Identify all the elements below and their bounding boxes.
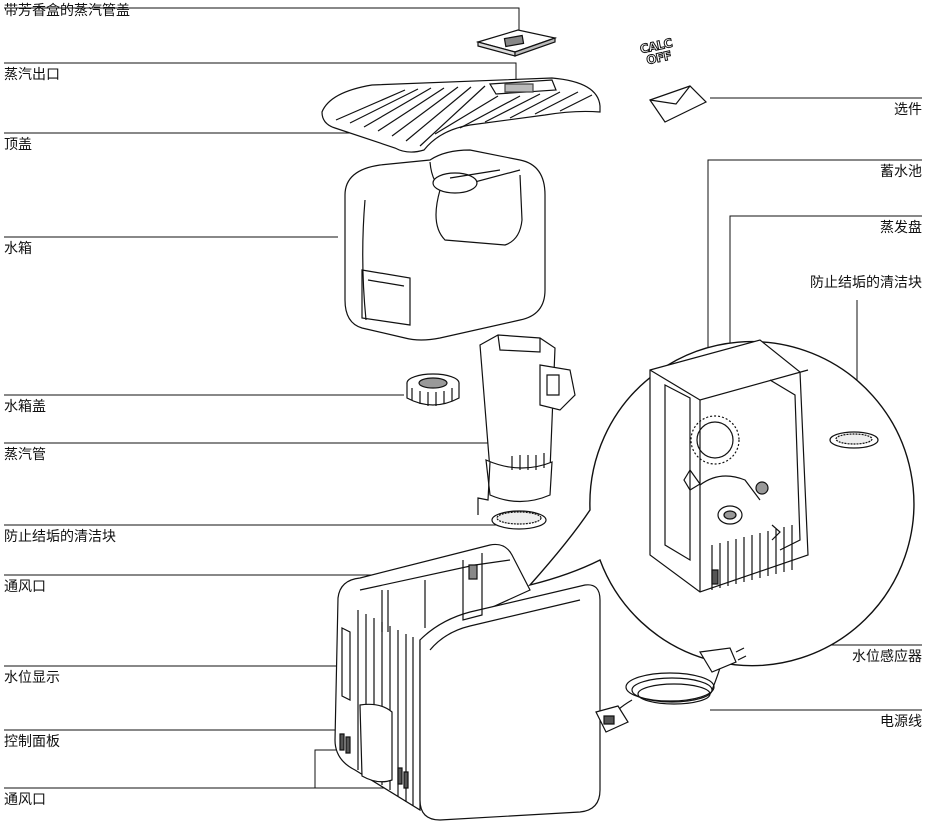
label-optional: 选件 (894, 102, 922, 118)
label-top-cover: 顶盖 (4, 137, 32, 153)
label-anti-scale-pad-right: 防止结垢的清洁块 (810, 275, 922, 291)
label-evaporation-tray: 蒸发盘 (880, 220, 922, 236)
label-water-level-indicator: 水位显示 (4, 670, 60, 686)
label-anti-scale-pad-left: 防止结垢的清洁块 (4, 529, 116, 545)
label-tank-cap: 水箱盖 (4, 399, 46, 415)
anti-scale-pad-right-part (830, 432, 878, 448)
top-cover-part (322, 78, 600, 152)
label-power-cord: 电源线 (880, 714, 922, 730)
anti-scale-pad-left-part (492, 511, 546, 529)
label-vent-lower: 通风口 (4, 792, 46, 808)
leader-lines (4, 8, 922, 788)
base-unit-part (335, 544, 600, 820)
optional-sachet-part (650, 86, 706, 122)
leader-steam-pipe-cap (4, 8, 519, 32)
label-water-tank: 水箱 (4, 241, 32, 257)
water-tank-part (345, 150, 545, 340)
steam-pipe-part (478, 335, 575, 515)
leader-steam-outlet (4, 63, 516, 85)
label-reservoir: 蓄水池 (880, 164, 922, 180)
label-vent-upper: 通风口 (4, 579, 46, 595)
label-water-level-sensor: 水位感应器 (852, 649, 922, 665)
label-steam-pipe: 蒸汽管 (4, 447, 46, 463)
leader-reservoir (708, 160, 922, 392)
steam-pipe-cap-part (478, 30, 555, 56)
detail-callout (530, 340, 914, 666)
label-steam-outlet: 蒸汽出口 (4, 67, 60, 83)
tank-cap-part (407, 374, 459, 406)
label-steam-pipe-cap: 带芳香盒的蒸汽管盖 (4, 3, 130, 19)
power-cord-part (596, 648, 746, 732)
label-control-panel: 控制面板 (4, 734, 60, 750)
leader-vent-lower-branch (315, 750, 345, 788)
